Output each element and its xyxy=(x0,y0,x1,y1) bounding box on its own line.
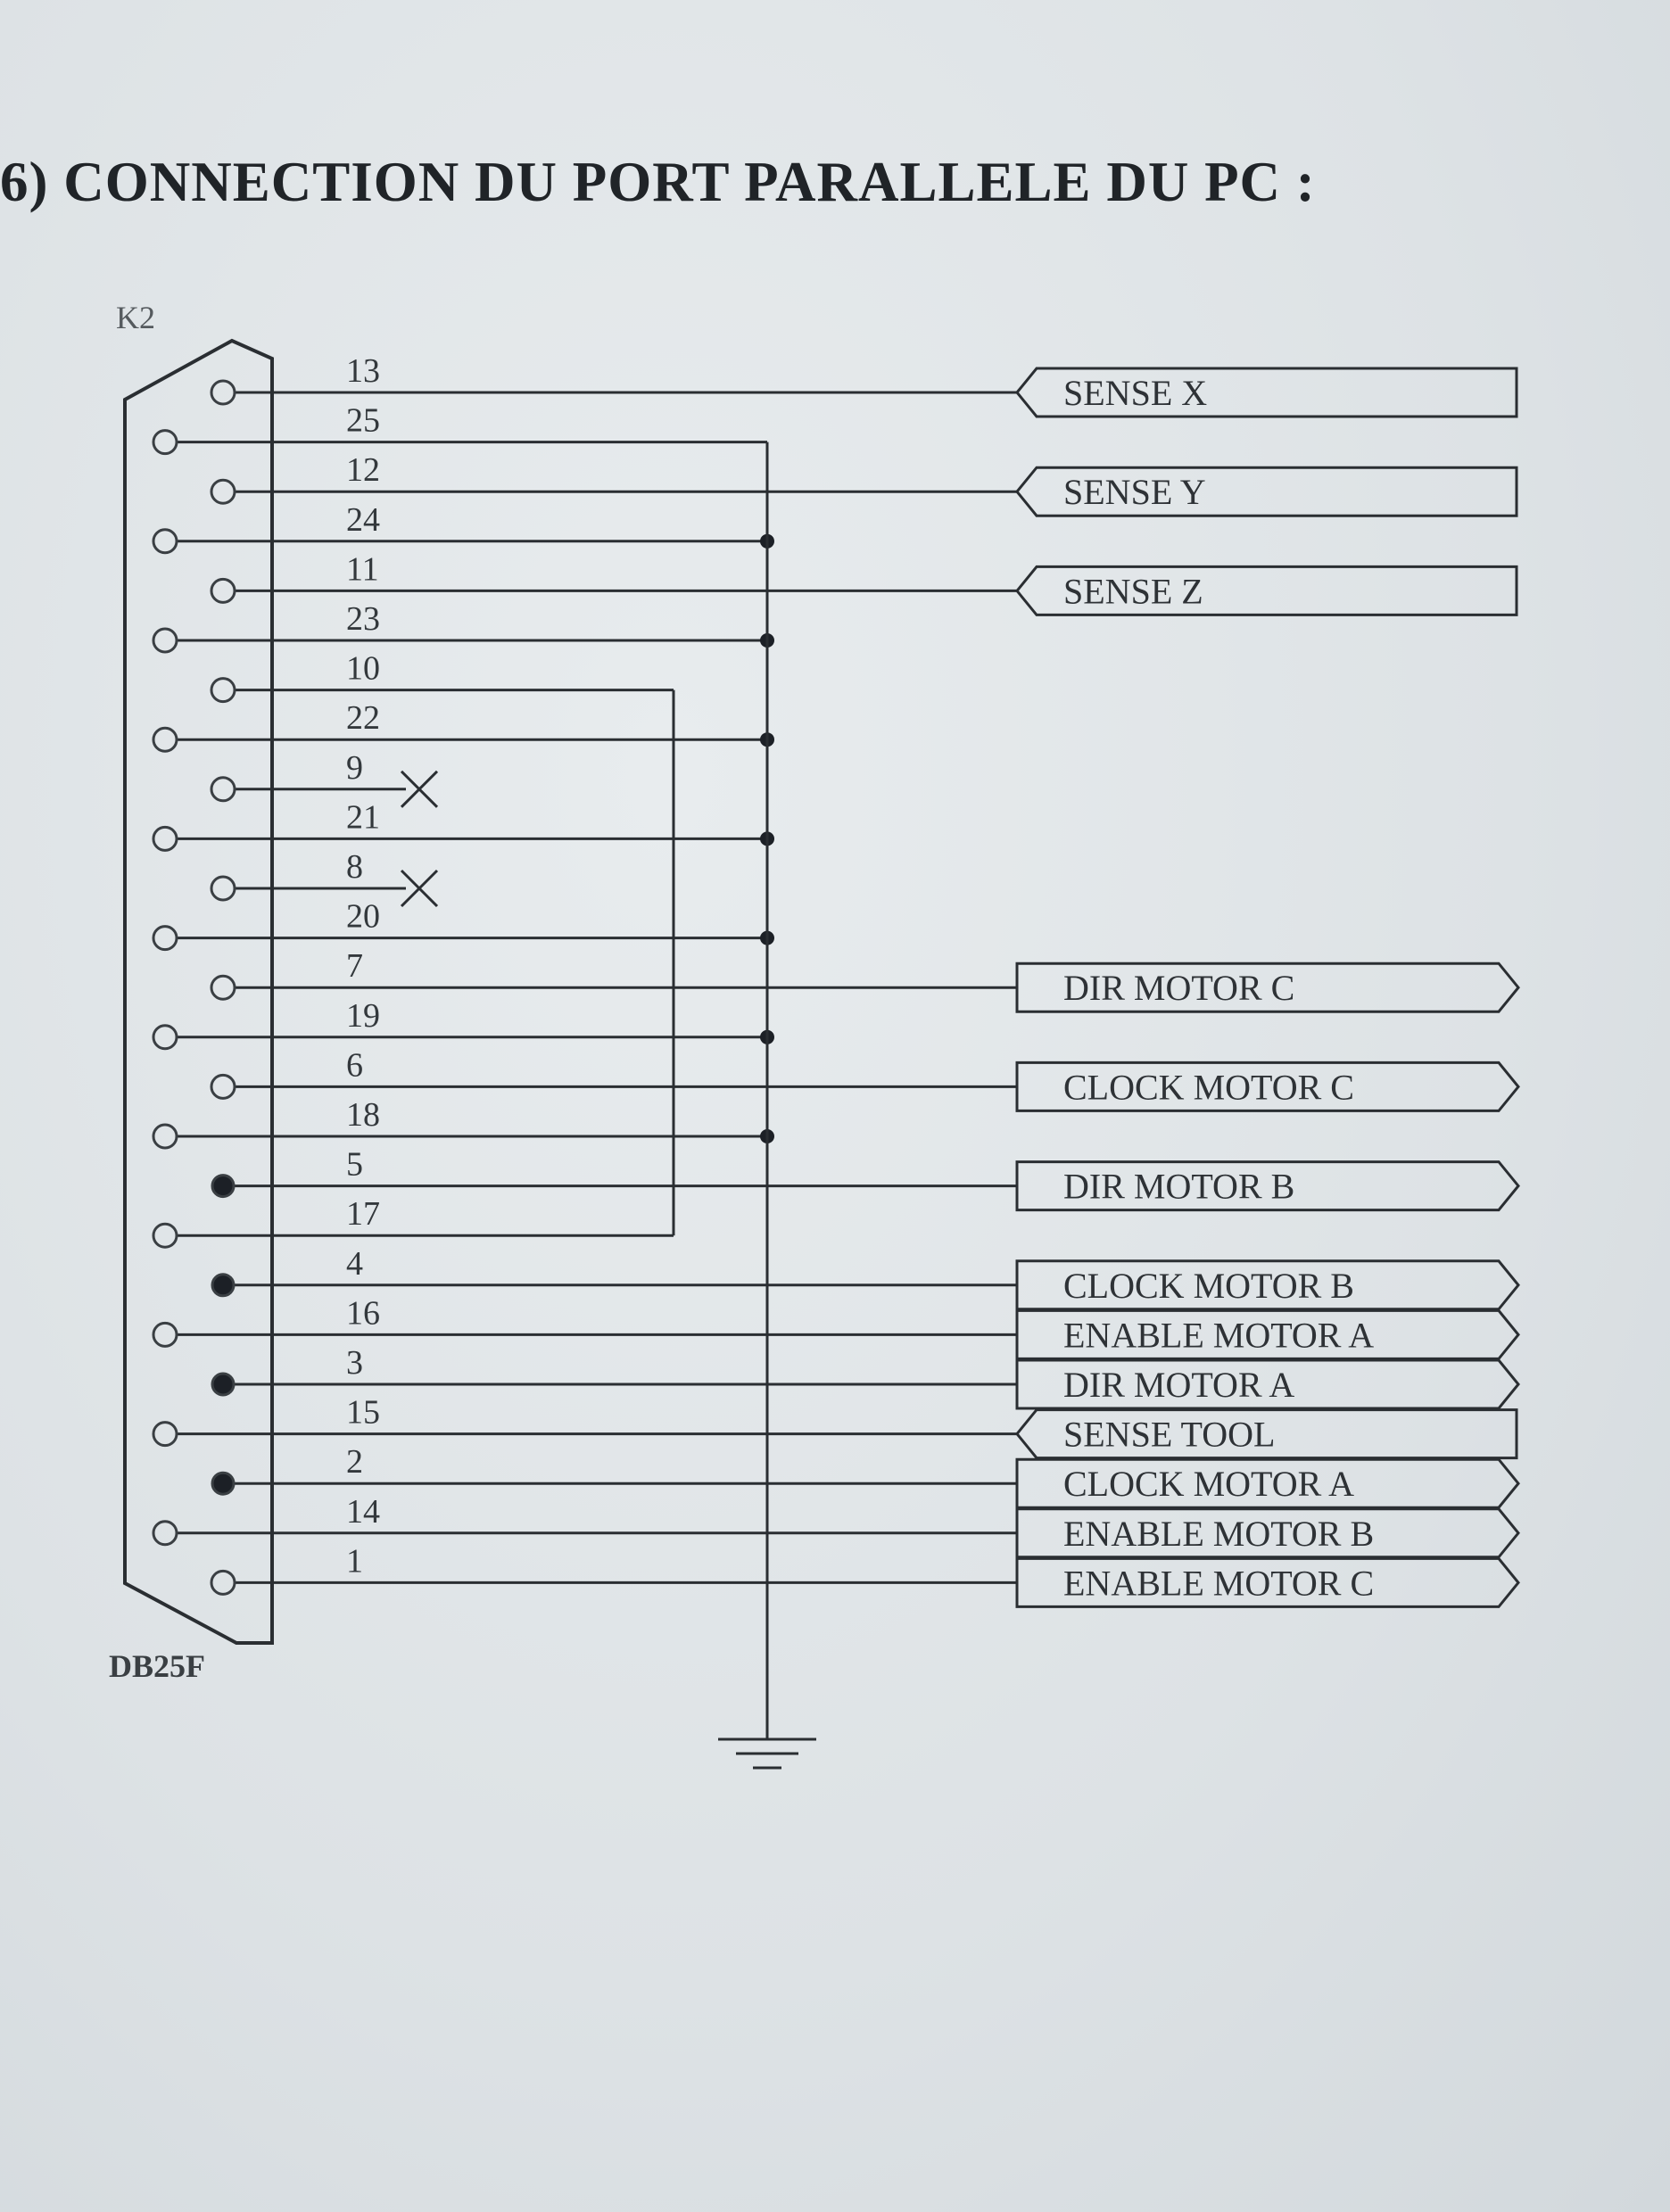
pin-17-number: 17 xyxy=(346,1195,380,1233)
connector-part-number: DB25F xyxy=(109,1648,205,1684)
pin-17-contact xyxy=(152,1222,178,1249)
pin-3-contact xyxy=(211,1372,236,1397)
pin-20-number: 20 xyxy=(346,898,380,936)
pin-23-contact xyxy=(152,627,178,654)
pin-7-contact xyxy=(210,974,236,1001)
signal-label-text-14: ENABLE MOTOR B xyxy=(1063,1514,1374,1554)
signal-label-box-15 xyxy=(1015,1408,1518,1460)
pin-25-number: 25 xyxy=(346,402,380,440)
pin-22-contact xyxy=(152,726,178,753)
signal-label-text-1: ENABLE MOTOR C xyxy=(1063,1563,1374,1603)
pin-9-number: 9 xyxy=(346,749,363,787)
pin-15-number: 15 xyxy=(346,1394,380,1432)
pin-13-number: 13 xyxy=(346,352,380,390)
connector-reference: K2 xyxy=(116,300,155,335)
pin-18-number: 18 xyxy=(346,1096,380,1134)
signal-label-text-3: DIR MOTOR A xyxy=(1063,1365,1294,1405)
section-heading: 6) CONNECTION DU PORT PARALLELE DU PC : xyxy=(0,151,1316,213)
pin-19-number: 19 xyxy=(346,997,380,1035)
ground-symbol xyxy=(718,1737,816,1770)
signal-label-text-5: DIR MOTOR B xyxy=(1063,1167,1294,1207)
pin-24-number: 24 xyxy=(346,501,380,539)
pin-16-number: 16 xyxy=(346,1294,380,1332)
signal-label-text-4: CLOCK MOTOR B xyxy=(1063,1266,1354,1306)
signal-label-text-6: CLOCK MOTOR C xyxy=(1063,1067,1354,1107)
signal-label-text-13: SENSE X xyxy=(1063,373,1207,413)
pin-25-contact xyxy=(152,429,178,456)
signal-label-text-2: CLOCK MOTOR A xyxy=(1063,1464,1354,1504)
signal-label-box-4 xyxy=(1015,1259,1520,1311)
signal-label-text-15: SENSE TOOL xyxy=(1063,1415,1275,1455)
pin-5-contact xyxy=(211,1174,236,1199)
pin-13-contact xyxy=(210,379,236,406)
pin-2-contact xyxy=(211,1471,236,1496)
signal-label-group: SENSE X SENSE Y SENSE Z DIR MOTOR C CLOCK MO… xyxy=(1015,367,1520,1608)
signal-label-text-11: SENSE Z xyxy=(1063,571,1203,611)
signal-label-text-16: ENABLE MOTOR A xyxy=(1063,1315,1374,1355)
pin-9-no-connect-mark xyxy=(400,770,439,808)
signal-label-box-13 xyxy=(1015,367,1518,418)
signal-label-text-7: DIR MOTOR C xyxy=(1063,968,1294,1008)
pin-21-number: 21 xyxy=(346,798,380,836)
pin-18-contact xyxy=(152,1123,178,1150)
pin-16-contact xyxy=(152,1321,178,1348)
pin-9-contact xyxy=(210,776,236,803)
pin-6-number: 6 xyxy=(346,1046,363,1084)
db25-connector-shell xyxy=(123,338,274,1645)
pin-1-contact xyxy=(210,1569,236,1596)
wire-group xyxy=(177,391,1017,1584)
pin-14-number: 14 xyxy=(346,1493,380,1531)
pin-11-number: 11 xyxy=(346,550,379,588)
signal-label-box-14 xyxy=(1015,1507,1520,1559)
pin-15-contact xyxy=(152,1421,178,1448)
pin-4-contact xyxy=(211,1273,236,1298)
pin-10-number: 10 xyxy=(346,650,380,688)
pin-group: 13 25 12 24 11 23 10 22 9 21 8 20 7 19 6 18 5 17 4 16 3 15 2 14… xyxy=(152,352,380,1596)
pin-3-number: 3 xyxy=(346,1344,363,1382)
signal-label-box-3 xyxy=(1015,1358,1520,1410)
signal-label-box-2 xyxy=(1015,1457,1520,1509)
signal-label-box-5 xyxy=(1015,1160,1520,1212)
pin-14-contact xyxy=(152,1520,178,1547)
signal-label-box-1 xyxy=(1015,1556,1520,1608)
pin-22-number: 22 xyxy=(346,699,380,737)
signal-label-box-7 xyxy=(1015,962,1520,1013)
pin-10-contact xyxy=(210,677,236,704)
pin-20-contact xyxy=(152,925,178,952)
signal-label-box-6 xyxy=(1015,1061,1520,1112)
pin-8-contact xyxy=(210,875,236,902)
pin-19-contact xyxy=(152,1024,178,1051)
pin-5-number: 5 xyxy=(346,1146,363,1184)
ground-bus xyxy=(718,442,816,1770)
signal-label-text-12: SENSE Y xyxy=(1063,472,1206,512)
pin-21-contact xyxy=(152,825,178,852)
pin-6-contact xyxy=(210,1073,236,1100)
pin-4-number: 4 xyxy=(346,1245,363,1283)
pin-12-contact xyxy=(210,478,236,505)
pin-11-contact xyxy=(210,577,236,604)
signal-label-box-12 xyxy=(1015,466,1518,517)
pin-8-no-connect-mark xyxy=(400,869,439,908)
pin-8-number: 8 xyxy=(346,848,363,886)
signal-label-box-16 xyxy=(1015,1308,1520,1360)
pin-24-contact xyxy=(152,528,178,555)
signal-label-box-11 xyxy=(1015,565,1518,616)
pin-2-number: 2 xyxy=(346,1443,363,1481)
pin-7-number: 7 xyxy=(346,947,363,985)
pin-23-number: 23 xyxy=(346,600,380,638)
pin-1-number: 1 xyxy=(346,1542,363,1580)
pin-12-number: 12 xyxy=(346,451,380,489)
